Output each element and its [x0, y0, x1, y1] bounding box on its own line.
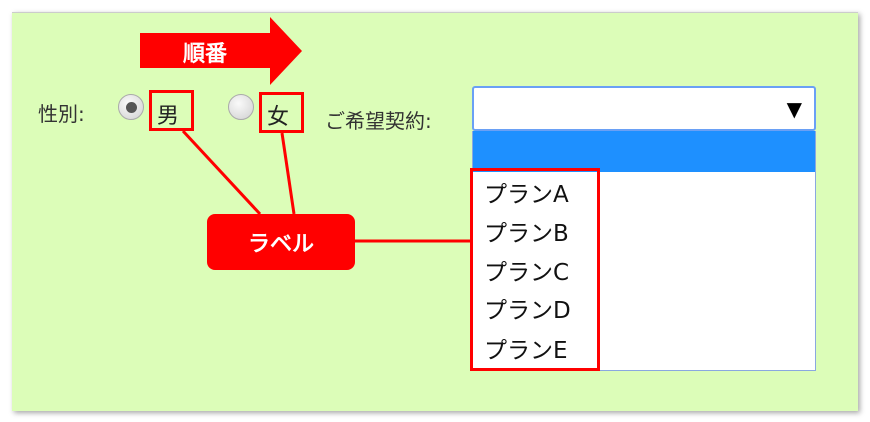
contract-label: ご希望契約: [325, 109, 432, 133]
option-plan-a[interactable]: プランA [484, 182, 569, 208]
radio-female[interactable] [228, 94, 254, 120]
radio-female-label[interactable]: 女 [267, 105, 290, 130]
option-plan-c[interactable]: プランC [484, 260, 570, 286]
chevron-down-icon: ▼ [786, 97, 802, 121]
radio-male-label[interactable]: 男 [157, 104, 180, 129]
highlight-female-label [259, 92, 304, 133]
highlight-male-label [149, 90, 194, 131]
order-arrow-down-text-2: 番 [644, 272, 667, 297]
label-callout: ラベル [207, 214, 355, 270]
order-arrow-right-text: 順番 [183, 42, 228, 67]
gender-label: 性別: [38, 102, 85, 126]
option-plan-d[interactable]: プランD [484, 298, 571, 324]
order-arrow-down-text-1: 順 [644, 235, 667, 260]
label-callout-text: ラベル [247, 232, 314, 257]
highlight-option-labels [470, 168, 600, 371]
option-empty-highlighted[interactable] [473, 131, 815, 172]
contract-dropdown-list [472, 131, 816, 371]
option-plan-b[interactable]: プランB [484, 221, 569, 247]
order-arrow-right-icon [140, 17, 302, 85]
option-plan-e[interactable]: プランE [484, 338, 568, 364]
callout-line-male [181, 129, 262, 216]
callout-line-female [280, 132, 296, 215]
radio-male[interactable] [118, 94, 144, 120]
contract-select[interactable]: ▼ [472, 86, 816, 131]
